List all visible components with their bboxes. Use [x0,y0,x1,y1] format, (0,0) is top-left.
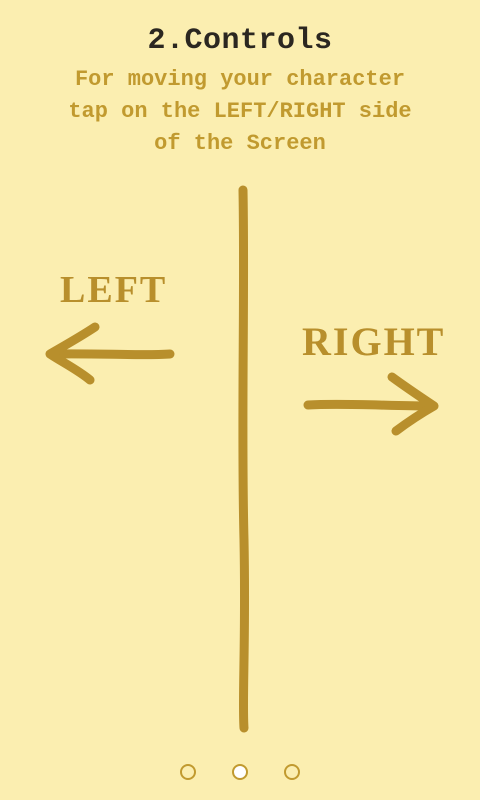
page-dot-3[interactable] [284,764,300,780]
page-title: 2.Controls [147,24,333,58]
arrow-left-icon [45,322,175,385]
arrow-right-icon [303,372,439,436]
right-zone-label: RIGHT [302,319,446,364]
instructions-line-1: For moving your character [74,67,406,92]
instructions-text: For moving your character tap on the LEF… [0,64,480,160]
page-indicator [0,764,480,786]
instructions-line-2: tap on the LEFT/RIGHT side [68,99,412,124]
screen-divider-line [238,185,250,733]
page-dot-2-active[interactable] [232,764,248,780]
page-dot-1[interactable] [180,764,196,780]
left-zone-label: LEFT [60,269,168,311]
instructions-line-3: of the Screen [154,131,326,156]
